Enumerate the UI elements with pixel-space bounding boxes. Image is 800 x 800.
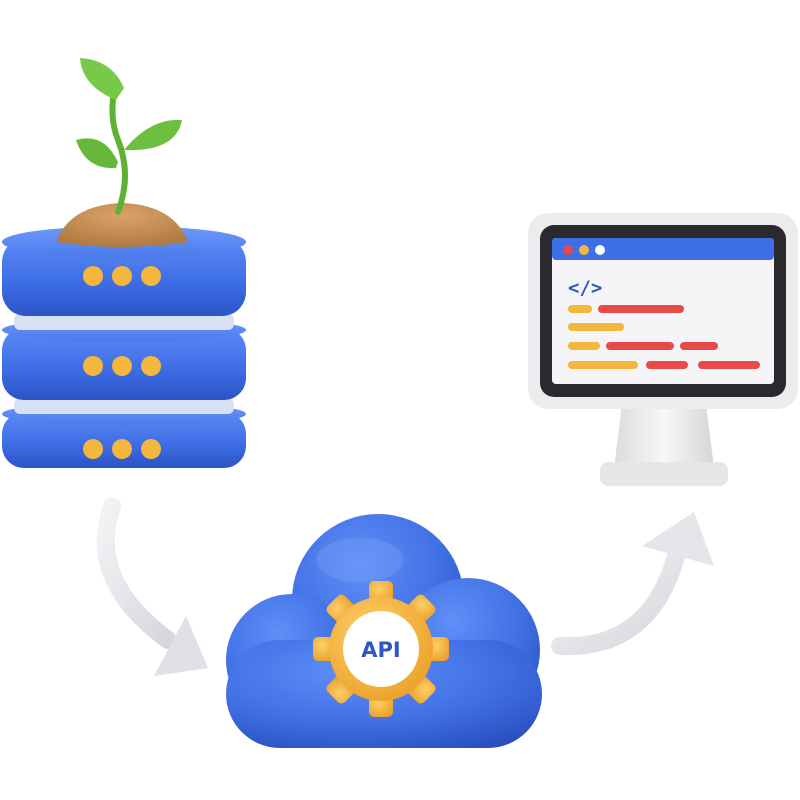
window-dot-red <box>563 245 573 255</box>
plant-stem <box>109 79 128 215</box>
flow-arrow-icon <box>551 512 714 656</box>
window-dot-yellow <box>579 245 589 255</box>
soil-mound <box>56 203 188 247</box>
leaf-top <box>80 58 124 100</box>
api-badge <box>343 611 419 687</box>
gear-icon: API <box>313 581 449 717</box>
window-dot-white <box>595 245 605 255</box>
window-titlebar <box>552 238 774 260</box>
flow-arrow-icon <box>96 497 208 676</box>
database-server-icon <box>2 226 246 468</box>
code-window: </> <box>552 238 774 384</box>
monitor-icon: </> <box>528 213 798 486</box>
leaf-right <box>124 119 182 151</box>
monitor-stand <box>614 404 714 468</box>
leaf-left <box>76 138 118 169</box>
code-tag-icon: </> <box>568 277 602 299</box>
code-lines <box>568 305 760 369</box>
plant-icon <box>56 58 188 247</box>
monitor-base <box>600 462 728 486</box>
server-disk-middle <box>2 318 246 400</box>
api-label: API <box>361 638 400 662</box>
